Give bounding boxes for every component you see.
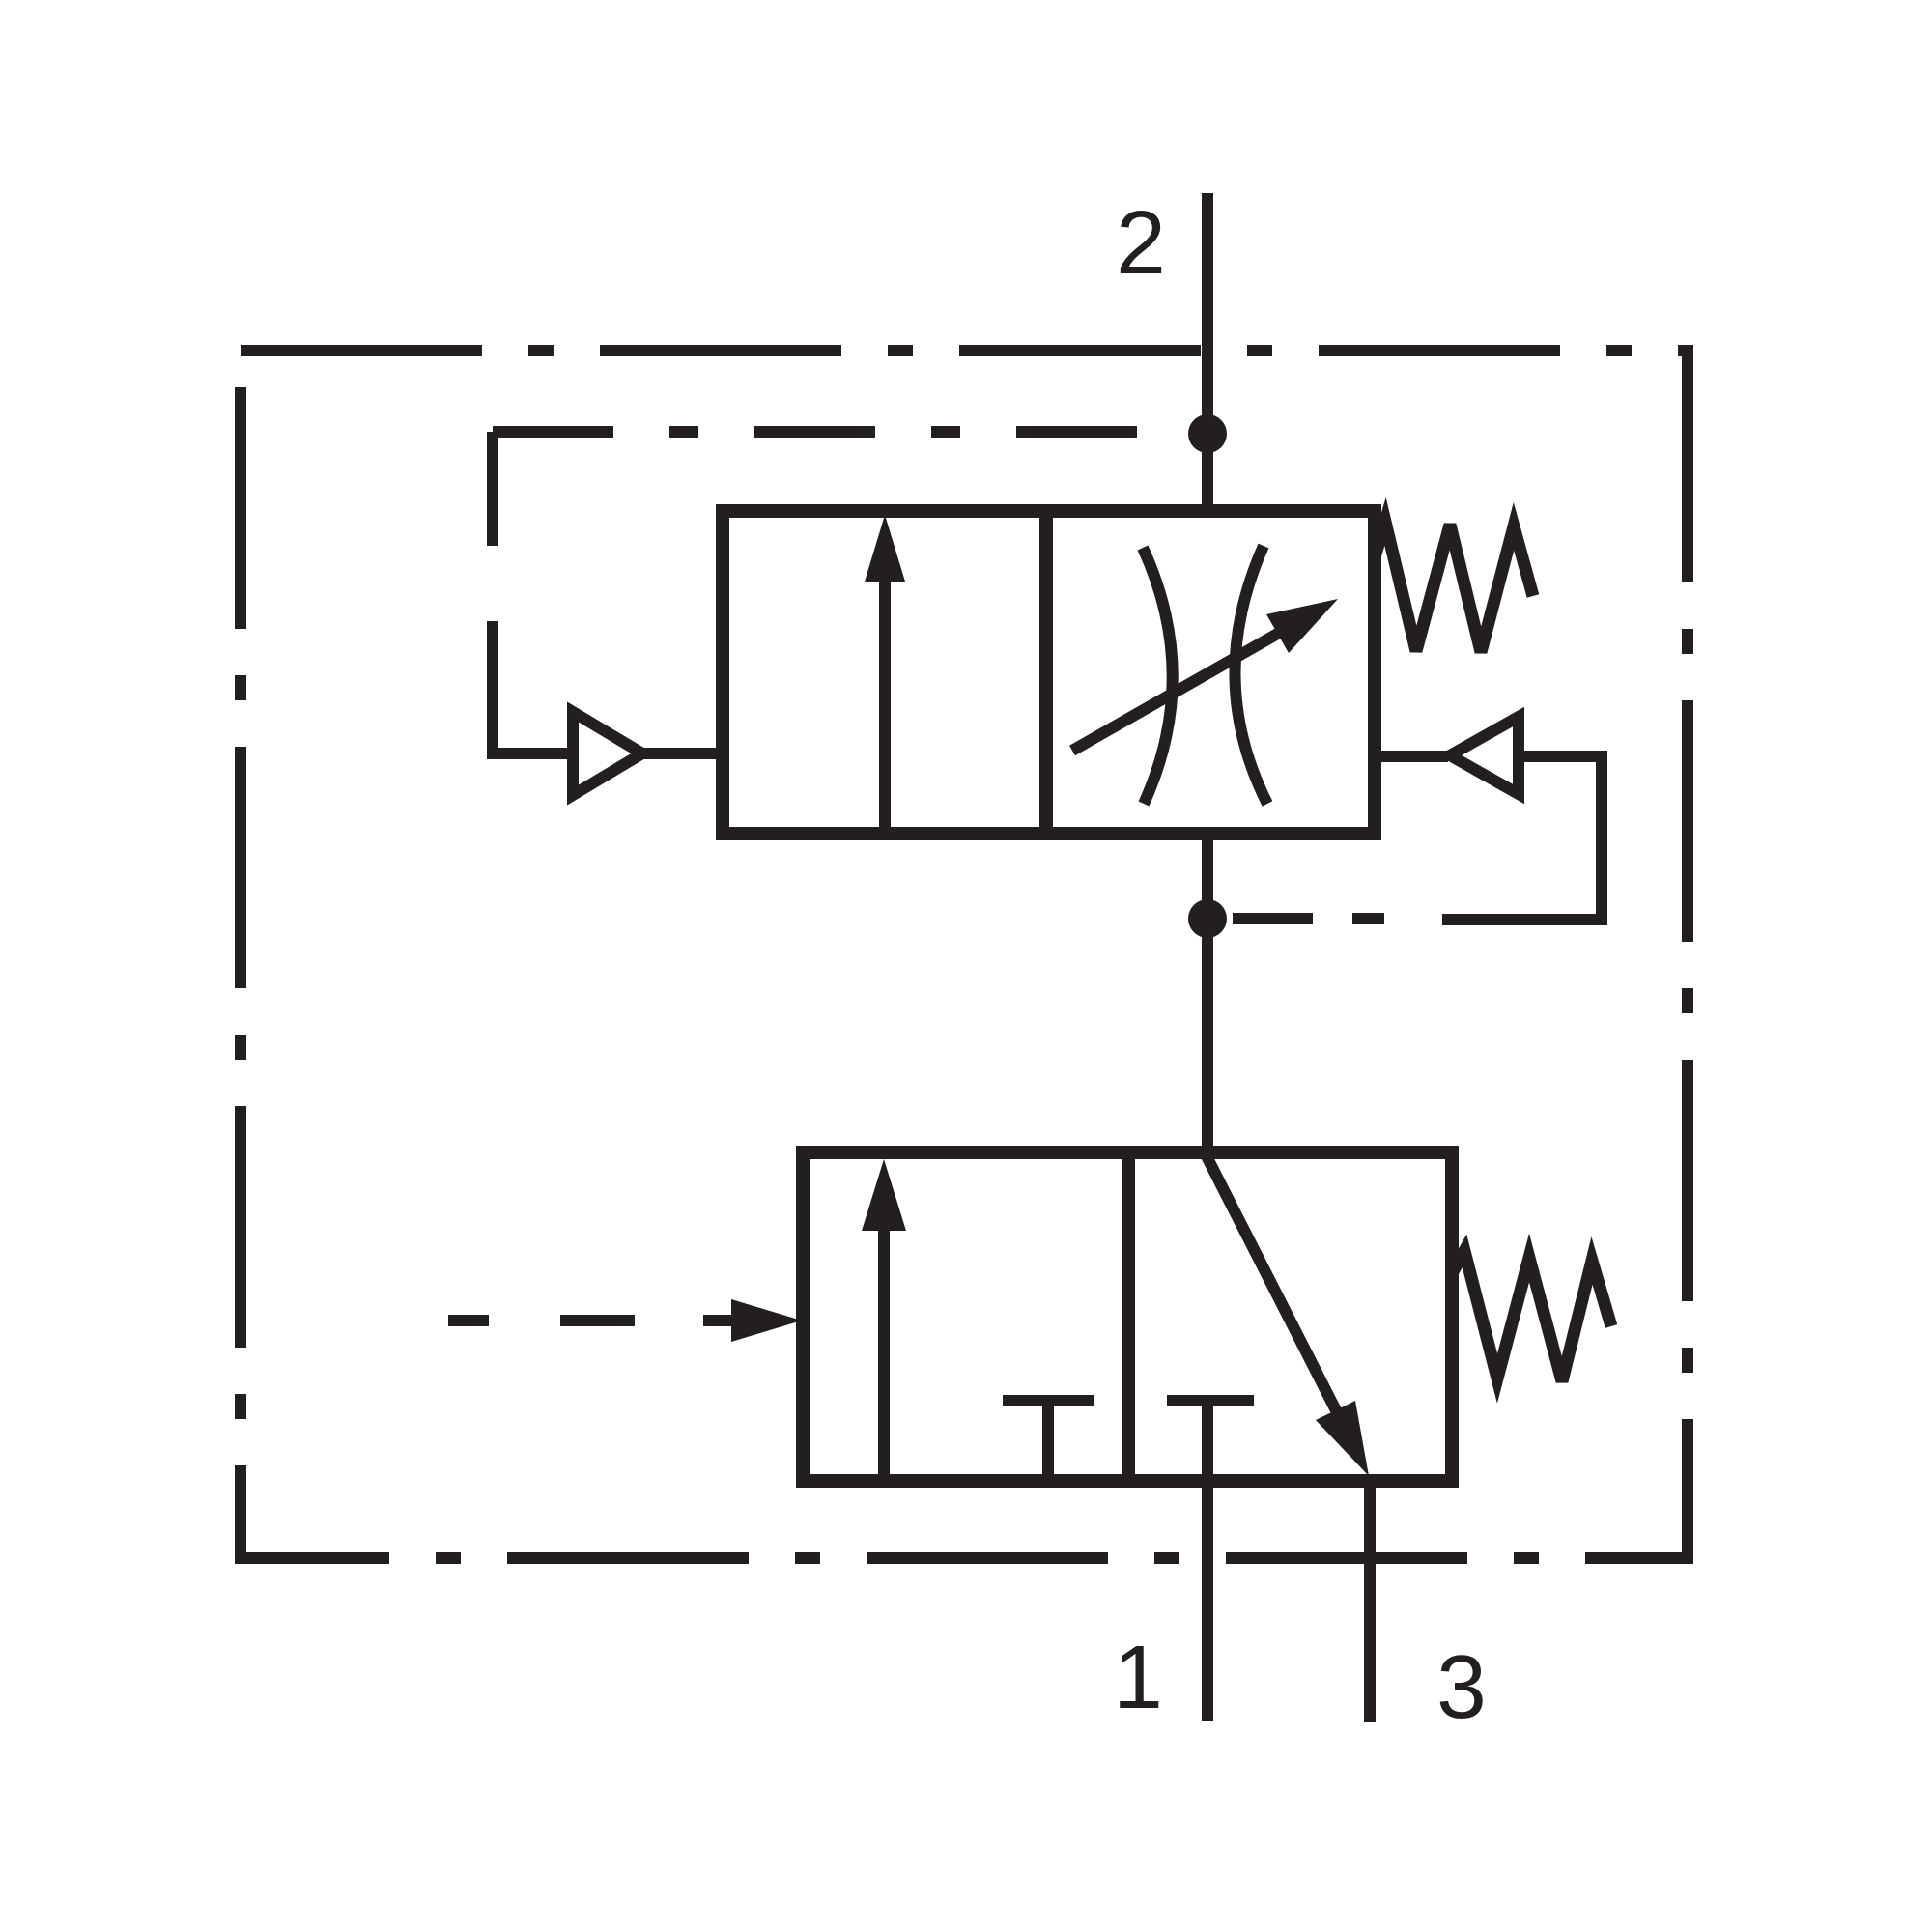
pilot-signal-arrow-head-icon [731, 1299, 802, 1342]
blocked-port-tee-left-icon [1003, 1395, 1094, 1481]
port-1-connection: 1 [1113, 1481, 1213, 1727]
pilot-valve-arrow-head-icon [862, 1159, 906, 1231]
variable-restrictor-cell [1069, 543, 1338, 807]
restrictor-adjust-arrow-stem [1069, 626, 1284, 756]
restrictor-arc-left [1137, 545, 1179, 807]
pilot-valve-arrow-cell [862, 1159, 1094, 1481]
port-3-connection: 3 [1364, 1481, 1487, 1737]
pilot-valve-3-2 [796, 1146, 1618, 1488]
port-1-label: 1 [1113, 1627, 1163, 1727]
restrictor-arc-right [1229, 543, 1273, 807]
flow-control-valve [716, 497, 1540, 840]
check-triangle-right-icon [1437, 706, 1524, 805]
enclosure-boundary-dashdot [235, 345, 1693, 1564]
pilot-solid-elbow [487, 621, 571, 759]
inter-valve-connection [1188, 834, 1227, 1152]
feedback-elbow [1442, 751, 1607, 925]
right-feedback-path [1233, 706, 1607, 925]
check-triangle-left-icon [567, 701, 654, 806]
blocked-port-tee-right-icon [1167, 1395, 1254, 1481]
flow-arrow-head-icon [865, 515, 905, 582]
port-2-label: 2 [1116, 192, 1166, 293]
port-3-label: 3 [1436, 1636, 1487, 1737]
port-2-connection: 2 [1116, 192, 1227, 511]
upper-pilot-dashed-loop [487, 426, 1190, 806]
exhaust-diagonal-arrow-head-icon [1316, 1401, 1369, 1476]
upper-spring-icon [1368, 497, 1540, 654]
pilot-valve-exhaust-cell [1167, 1150, 1369, 1481]
free-flow-arrow-cell [865, 515, 905, 828]
pilot-signal-input [448, 1299, 802, 1342]
exhaust-diagonal-stem [1199, 1150, 1345, 1419]
lower-spring-icon [1446, 1233, 1618, 1404]
restrictor-adjust-arrow-head-icon [1266, 599, 1338, 653]
